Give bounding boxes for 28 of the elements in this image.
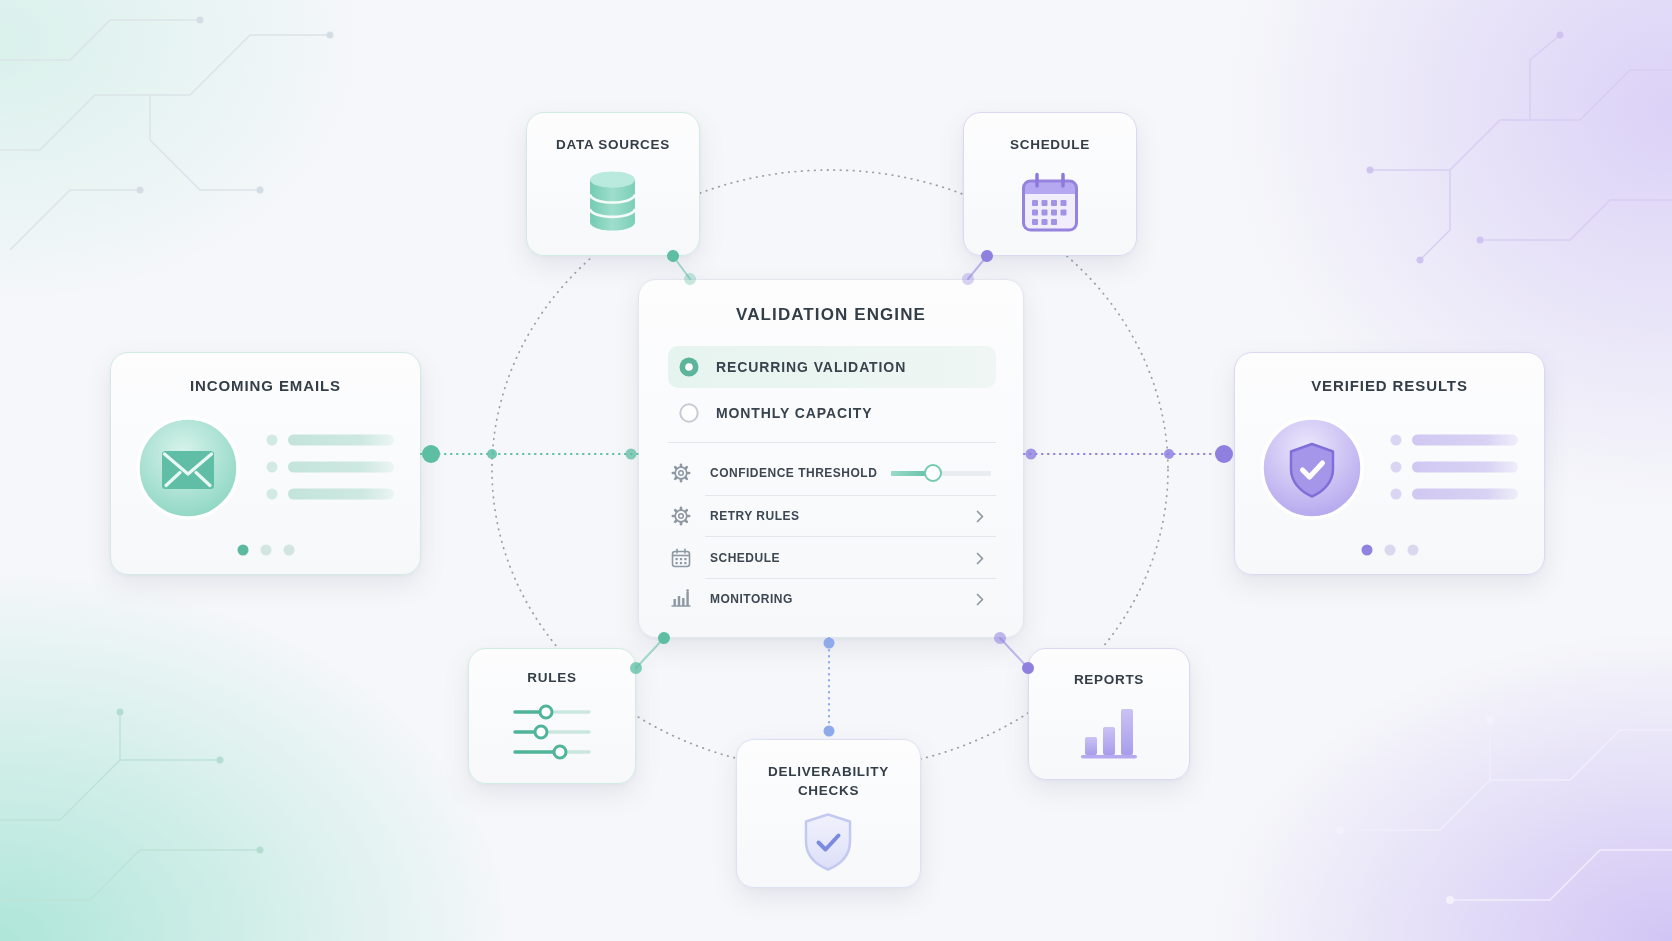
card-title: DATA SOURCES <box>556 136 670 154</box>
card <box>736 739 921 888</box>
setting-label: RETRY RULES <box>710 508 800 524</box>
card-title: SCHEDULE <box>1010 136 1090 154</box>
card-title: INCOMING EMAILS <box>190 377 341 395</box>
card-title: REPORTS <box>1073 671 1145 689</box>
card-title: VALIDATION ENGINE <box>736 304 926 326</box>
connector-line <box>667 250 696 285</box>
option-label: RECURRING VALIDATION <box>716 358 907 376</box>
card-title: VERIFIED RESULTS <box>1311 377 1468 395</box>
card <box>526 112 700 256</box>
connector-line <box>630 632 670 674</box>
card <box>1028 648 1190 780</box>
card <box>1234 352 1545 575</box>
connector-line <box>962 250 993 285</box>
connector-line <box>994 632 1034 674</box>
option-label: MONTHLY CAPACITY <box>716 404 873 422</box>
card <box>468 648 636 784</box>
card-title: RULES <box>527 669 577 687</box>
card <box>963 112 1137 256</box>
connector-line <box>419 445 640 463</box>
card <box>638 279 1024 638</box>
card-title: DELIVERABILITY CHECKS <box>767 763 890 800</box>
connector-line <box>1022 445 1236 463</box>
setting-label: SCHEDULE <box>710 550 780 566</box>
card <box>110 352 421 575</box>
setting-label: MONITORING <box>710 591 793 607</box>
setting-label: CONFIDENCE THRESHOLD <box>710 465 878 481</box>
